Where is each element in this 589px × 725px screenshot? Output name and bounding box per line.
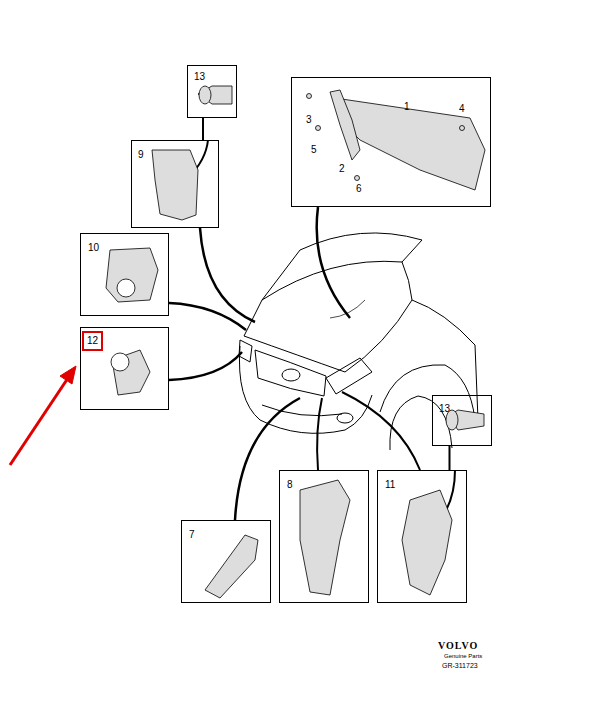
callout-number: 1 — [404, 102, 410, 112]
callout-number: 9 — [138, 150, 144, 160]
callout-number: 2 — [339, 164, 345, 174]
callout-number: 6 — [356, 184, 362, 194]
part-panel: 13 — [432, 395, 492, 446]
brand-logo: VOLVO — [438, 641, 478, 651]
part-panel: 7 — [181, 520, 271, 603]
leader-line — [202, 118, 204, 140]
callout-number: 11 — [385, 480, 395, 490]
callout-number: 5 — [311, 145, 317, 155]
callout-number: 4 — [459, 104, 465, 114]
callout-number: 13 — [439, 404, 450, 414]
callout-number: 3 — [306, 115, 312, 125]
part-panel: 1 4 3 5 2 6 — [291, 77, 491, 207]
callout-number: 8 — [287, 480, 293, 490]
footer-text: GR-311723 — [442, 662, 478, 669]
part-panel: 10 — [80, 233, 169, 316]
callout-number: 10 — [88, 243, 99, 253]
leader-line — [449, 446, 451, 470]
part-panel: 12 — [80, 327, 169, 410]
footer-text: Genuine Parts — [444, 653, 482, 659]
callout-number: 7 — [189, 530, 195, 540]
callout-number: 13 — [194, 72, 205, 82]
callout-number: 12 — [87, 336, 98, 346]
part-panel: 8 — [279, 470, 369, 603]
part-panel: 11 — [377, 470, 467, 603]
part-panel: 9 — [131, 140, 219, 228]
part-panel: 13 — [187, 65, 237, 118]
